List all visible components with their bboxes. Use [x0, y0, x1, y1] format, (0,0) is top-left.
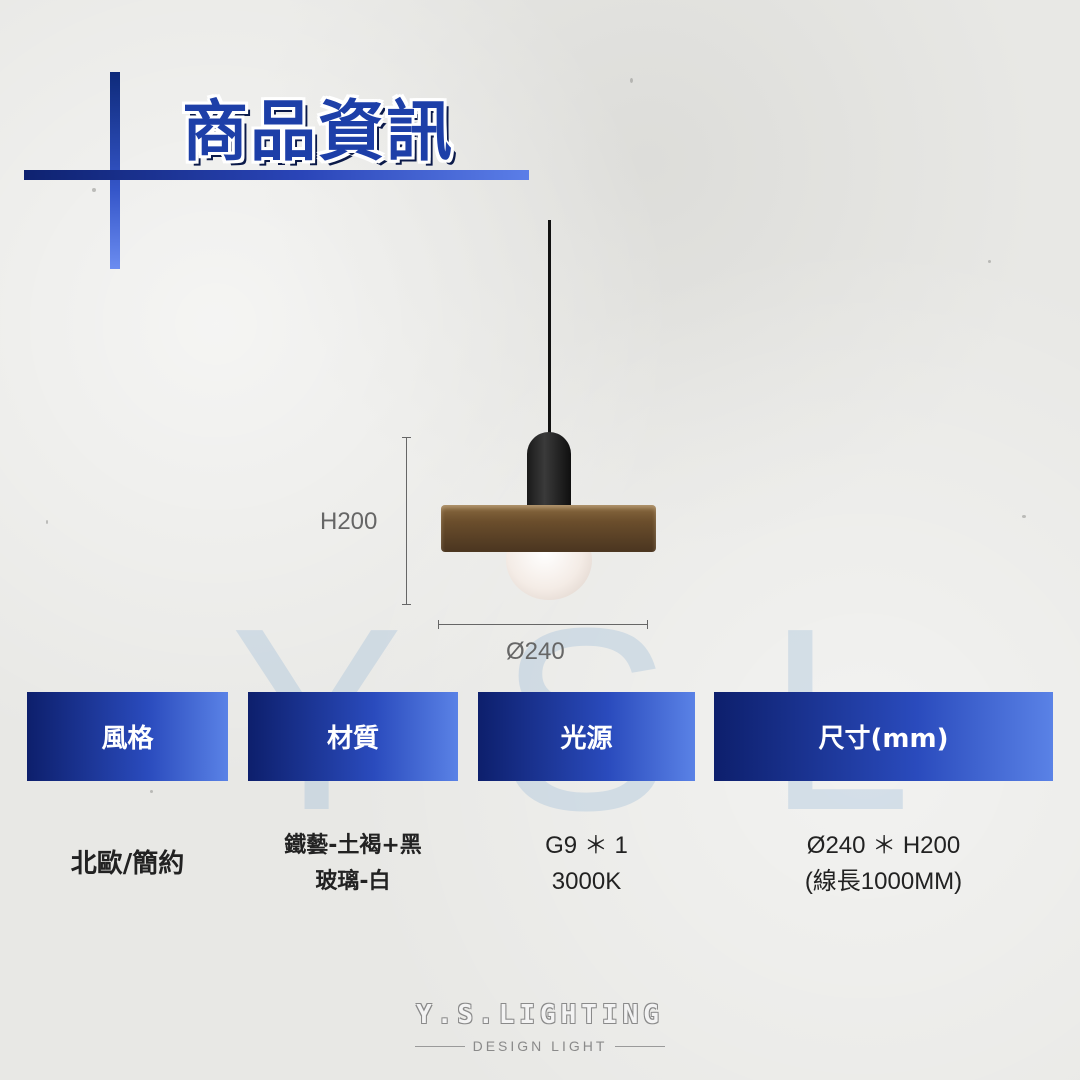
spec-value-material: 鐵藝-土褐+黑 玻璃-白 — [248, 828, 458, 900]
spec-header-material: 材質 — [248, 692, 458, 781]
spec-value-style: 北歐/簡約 — [27, 846, 228, 882]
diameter-dimension-line — [438, 620, 648, 629]
spec-value-line: 3000K — [551, 868, 622, 895]
height-dimension-label: H200 — [320, 508, 378, 535]
tagline-divider-left — [415, 1045, 465, 1047]
spec-value-line: 玻璃-白 — [315, 869, 391, 894]
spec-value-line: Ø240 ＊ H200 — [806, 832, 961, 859]
paper-speck — [988, 260, 991, 263]
spec-value-line: 鐵藝-土褐+黑 — [284, 833, 422, 858]
brand-logo: Y.S.LIGHTING — [416, 1000, 664, 1030]
brand-tagline-row: DESIGN LIGHT — [415, 1038, 666, 1054]
paper-speck — [150, 790, 153, 793]
page-title: 商品資訊 — [182, 93, 454, 170]
spec-value-light-source: G9 ＊ 1 3000K — [478, 828, 695, 900]
diameter-dimension-label: Ø240 — [506, 638, 565, 665]
lamp-shade — [441, 505, 656, 552]
paper-speck — [46, 520, 48, 524]
paper-speck — [1022, 515, 1026, 518]
header-cross-horizontal — [24, 170, 529, 180]
brand-tagline: DESIGN LIGHT — [472, 1038, 608, 1054]
lamp-cord — [548, 220, 551, 438]
spec-header-size: 尺寸(mm) — [714, 692, 1053, 781]
spec-value-size: Ø240 ＊ H200 (線長1000MM) — [714, 828, 1053, 900]
paper-speck — [92, 188, 96, 192]
spec-value-line: G9 ＊ 1 — [545, 832, 628, 859]
tagline-divider-right — [615, 1045, 666, 1047]
spec-header-style: 風格 — [27, 692, 228, 781]
spec-header-light-source: 光源 — [478, 692, 695, 781]
height-dimension-line — [402, 437, 411, 605]
spec-value-line: (線長1000MM) — [804, 868, 963, 895]
spec-value-line: 北歐/簡約 — [70, 849, 185, 879]
paper-speck — [630, 78, 633, 83]
lamp-holder — [527, 432, 571, 518]
